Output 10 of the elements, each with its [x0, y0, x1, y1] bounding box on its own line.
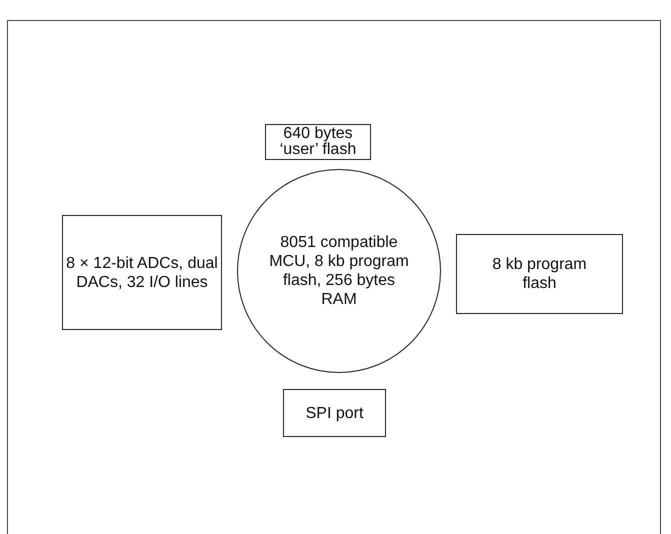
node-label: SPI port [306, 404, 364, 422]
component-box [265, 124, 371, 160]
node-label: 8051 compatible MCU, 8 kb program flash, 256 bytes RAM [268, 233, 410, 309]
component-box [456, 234, 623, 314]
node-label: 640 bytes ‘user’ flash [278, 126, 358, 158]
component-box [62, 215, 222, 330]
component-box [283, 389, 386, 437]
node-label: 8 kb program flash [491, 255, 588, 293]
process-circle [237, 169, 441, 373]
node-label: 8 × 12-bit ADCs, dual DACs, 32 I/O lines [66, 254, 218, 292]
